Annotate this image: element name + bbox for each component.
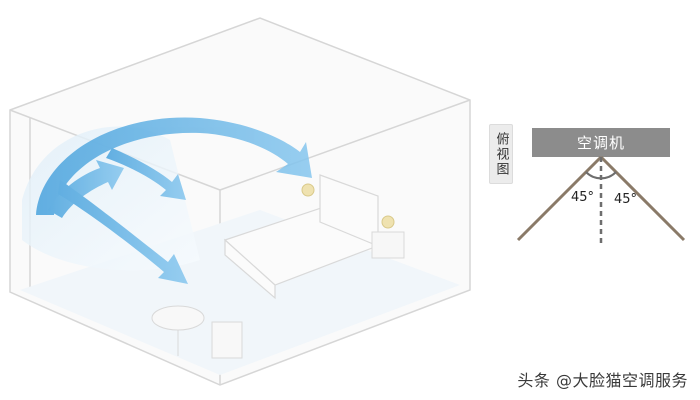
angle-arc [585,171,617,180]
bed [223,174,382,300]
right-airflow-line [599,155,686,242]
top-view-label: 俯视图 [493,131,509,177]
angle-diagram [516,155,686,244]
left-airflow-line [516,155,603,242]
watermark: 头条 @大脸猫空调服务 [517,371,688,390]
air-conditioner-label: 空调机 [576,134,625,152]
right-angle-label: 45° [614,192,638,207]
airflow-arrows [36,117,312,284]
air-conditioner-unit: 空调机 [532,128,670,157]
top-view-tag: 俯视图 [489,124,513,184]
table-chair [151,305,243,359]
nightstand [301,183,405,259]
left-angle-label: 45° [571,190,595,205]
room-illustration [9,17,471,386]
